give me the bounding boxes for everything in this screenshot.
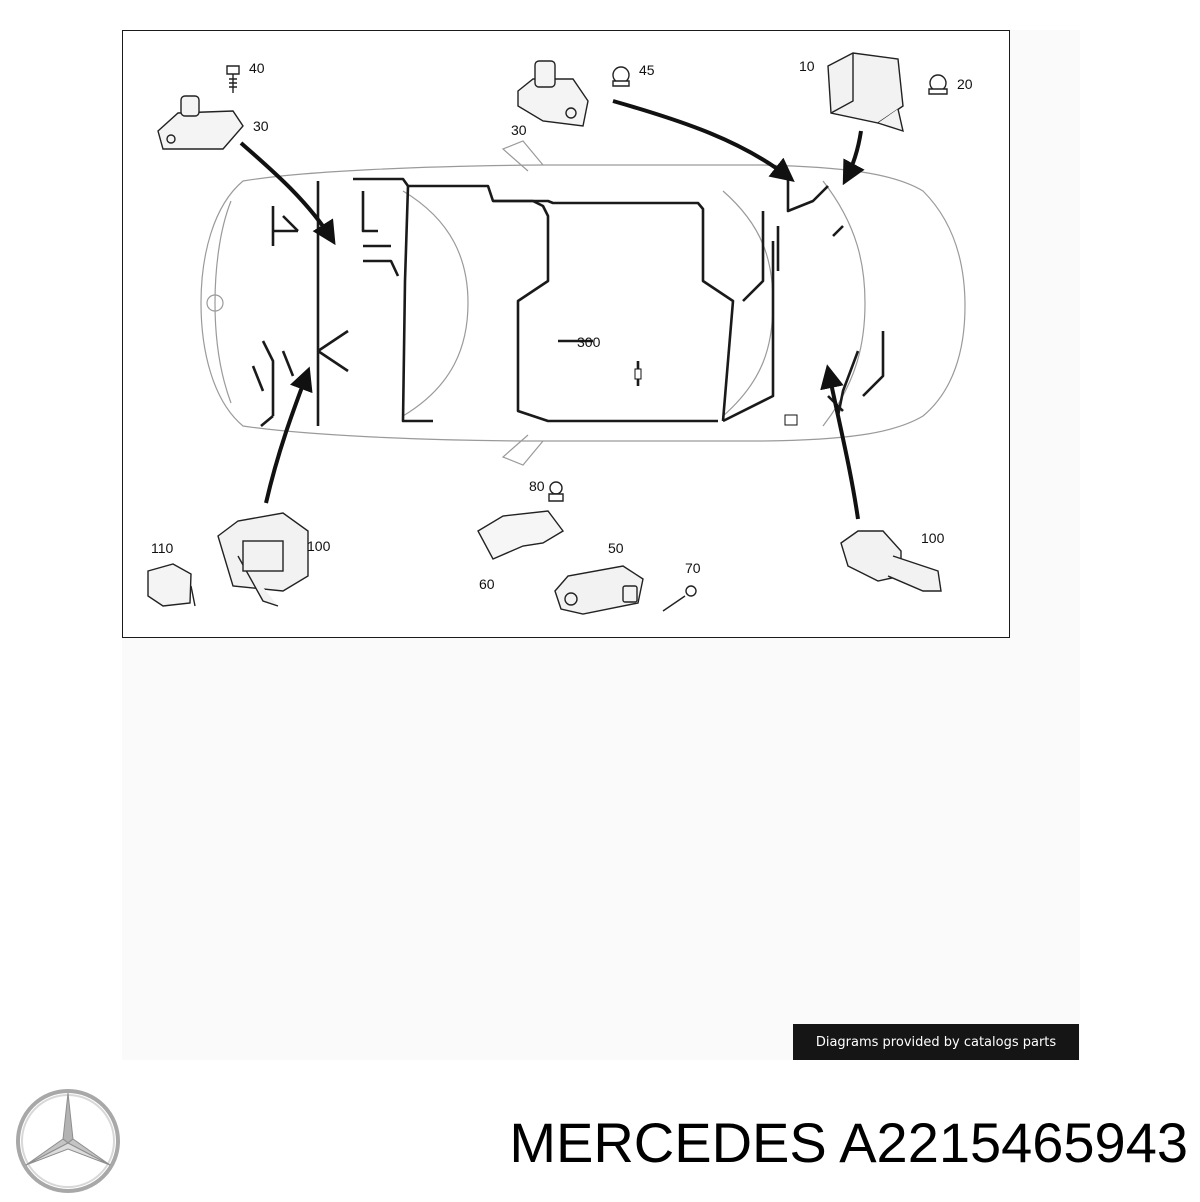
callout-30-left: 30 (253, 118, 269, 134)
location-arrows (239, 99, 865, 520)
wiring-harness (251, 174, 885, 427)
callout-40: 40 (249, 60, 265, 76)
component-relay-110 (147, 563, 196, 607)
component-nut-20 (928, 74, 948, 95)
callout-45: 45 (639, 62, 655, 78)
diagram-drawing: 40 30 45 30 10 20 300 80 110 100 60 50 7… (147, 52, 973, 615)
callout-300: 300 (577, 334, 601, 350)
callout-50: 50 (608, 540, 624, 556)
callout-110: 110 (151, 540, 174, 556)
callout-100-right: 100 (921, 530, 945, 546)
component-bracket-60 (477, 510, 565, 560)
component-nut-45 (612, 66, 630, 87)
component-sensor-30-left (157, 95, 244, 150)
callout-60: 60 (479, 576, 495, 592)
component-sensor-50 (554, 565, 644, 615)
component-screw-70 (662, 585, 697, 612)
component-control-unit-10 (827, 52, 904, 133)
part-title: MERCEDES A2215465943 (509, 1111, 1188, 1174)
component-level-sensor-100-left (217, 512, 309, 607)
callout-70: 70 (685, 560, 701, 576)
car-outline (200, 140, 966, 466)
component-sensor-30-right (517, 60, 589, 127)
component-bolt-40 (226, 65, 240, 93)
connector-stub (634, 368, 642, 380)
component-level-sensor-100-right (840, 530, 942, 592)
parts-diagram: 40 30 45 30 10 20 300 80 110 100 60 50 7… (122, 30, 1010, 638)
callout-100-left: 100 (307, 538, 331, 554)
callout-80: 80 (529, 478, 545, 494)
callout-20: 20 (957, 76, 973, 92)
callout-10: 10 (799, 58, 815, 74)
harness-end-connector (784, 414, 798, 426)
credit-badge: Diagrams provided by catalogs parts (793, 1024, 1079, 1060)
callout-30-right: 30 (511, 122, 527, 138)
mercedes-star-icon (12, 1085, 124, 1202)
component-clip-80 (548, 481, 564, 502)
